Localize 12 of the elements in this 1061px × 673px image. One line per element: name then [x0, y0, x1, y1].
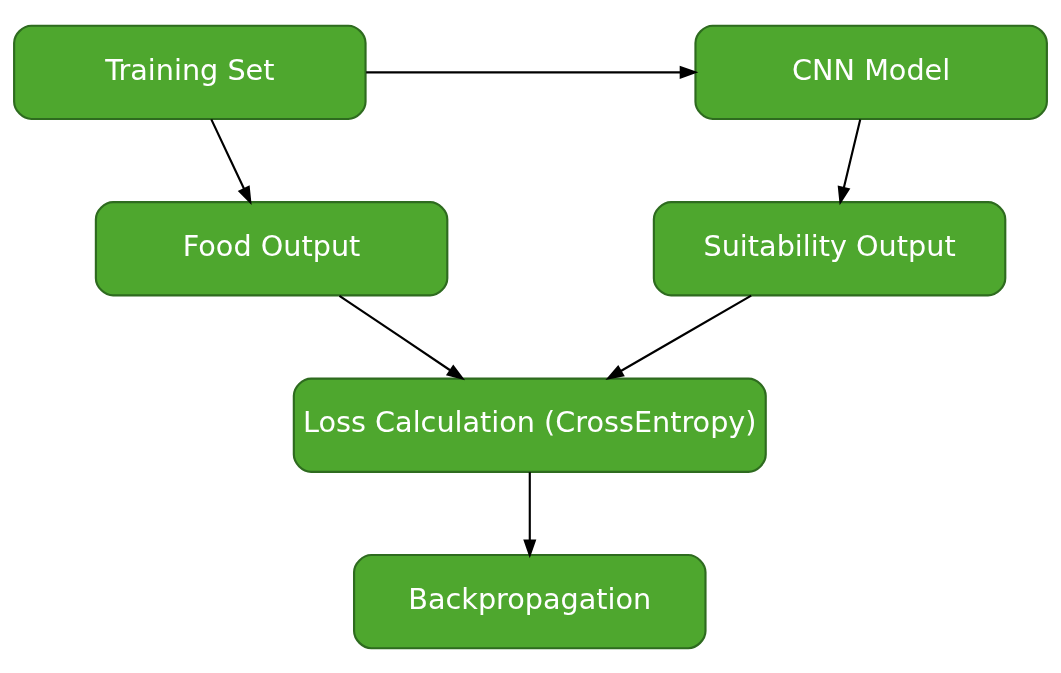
node-box: Food Output	[94, 200, 449, 296]
node-box: Training Set	[13, 24, 367, 120]
arrow	[366, 65, 699, 79]
node-box: Suitability Output	[652, 200, 1007, 296]
arrow	[605, 294, 752, 380]
node-box: CNN Model	[694, 24, 1048, 120]
arrow	[210, 118, 252, 205]
node-box: Loss Calculation (CrossEntropy)	[292, 377, 767, 473]
arrow	[338, 294, 466, 380]
arrow	[523, 471, 537, 558]
node-box: Backpropagation	[353, 553, 707, 649]
arrow	[837, 118, 862, 205]
